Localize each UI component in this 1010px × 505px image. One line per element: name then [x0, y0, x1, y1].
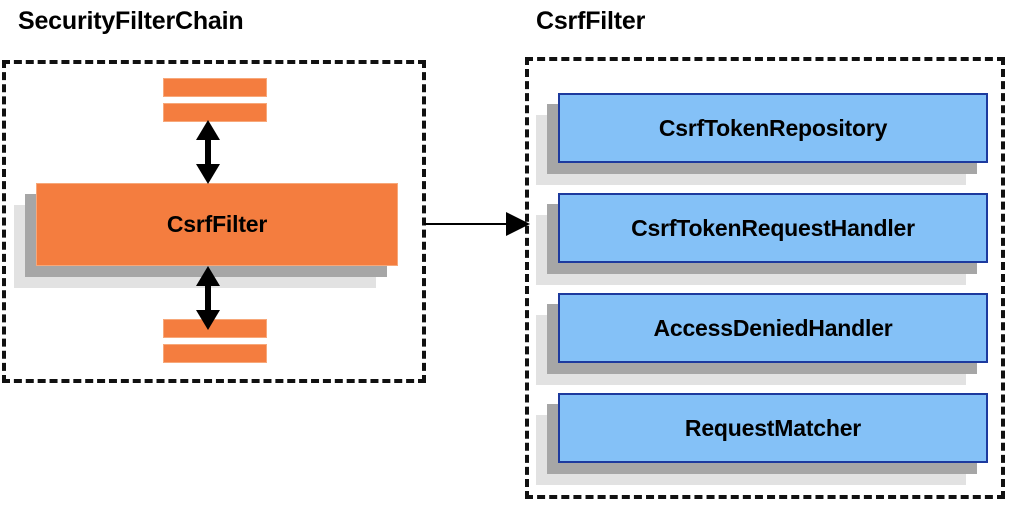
node-csrf-token-request-handler-label: CsrfTokenRequestHandler — [558, 193, 988, 263]
node-request-matcher-label: RequestMatcher — [558, 393, 988, 463]
node-access-denied-handler-label: AccessDeniedHandler — [558, 293, 988, 363]
node-access-denied-handler[interactable]: AccessDeniedHandler — [536, 293, 988, 385]
bidirectional-arrow-below-icon — [196, 266, 220, 330]
node-csrf-filter[interactable]: CsrfFilter — [14, 183, 398, 288]
security-filter-chain-container — [2, 60, 426, 383]
node-csrf-token-repository[interactable]: CsrfTokenRepository — [536, 93, 988, 185]
connector-arrow-chain-to-csrf-icon — [424, 212, 530, 236]
filter-bar-below-1 — [163, 319, 267, 338]
node-csrf-filter-label: CsrfFilter — [36, 183, 398, 266]
filter-bar-above-2 — [163, 103, 267, 122]
node-request-matcher[interactable]: RequestMatcher — [536, 393, 988, 485]
page-title-csrf-filter: CsrfFilter — [536, 7, 646, 35]
bidirectional-arrow-above-icon — [196, 120, 220, 184]
filter-bar-above-1 — [163, 78, 267, 97]
csrf-filter-container — [525, 57, 1005, 499]
node-csrf-token-repository-label: CsrfTokenRepository — [558, 93, 988, 163]
page-title-security-filter-chain: SecurityFilterChain — [18, 7, 244, 35]
filter-bar-below-2 — [163, 344, 267, 363]
node-csrf-token-request-handler[interactable]: CsrfTokenRequestHandler — [536, 193, 988, 285]
